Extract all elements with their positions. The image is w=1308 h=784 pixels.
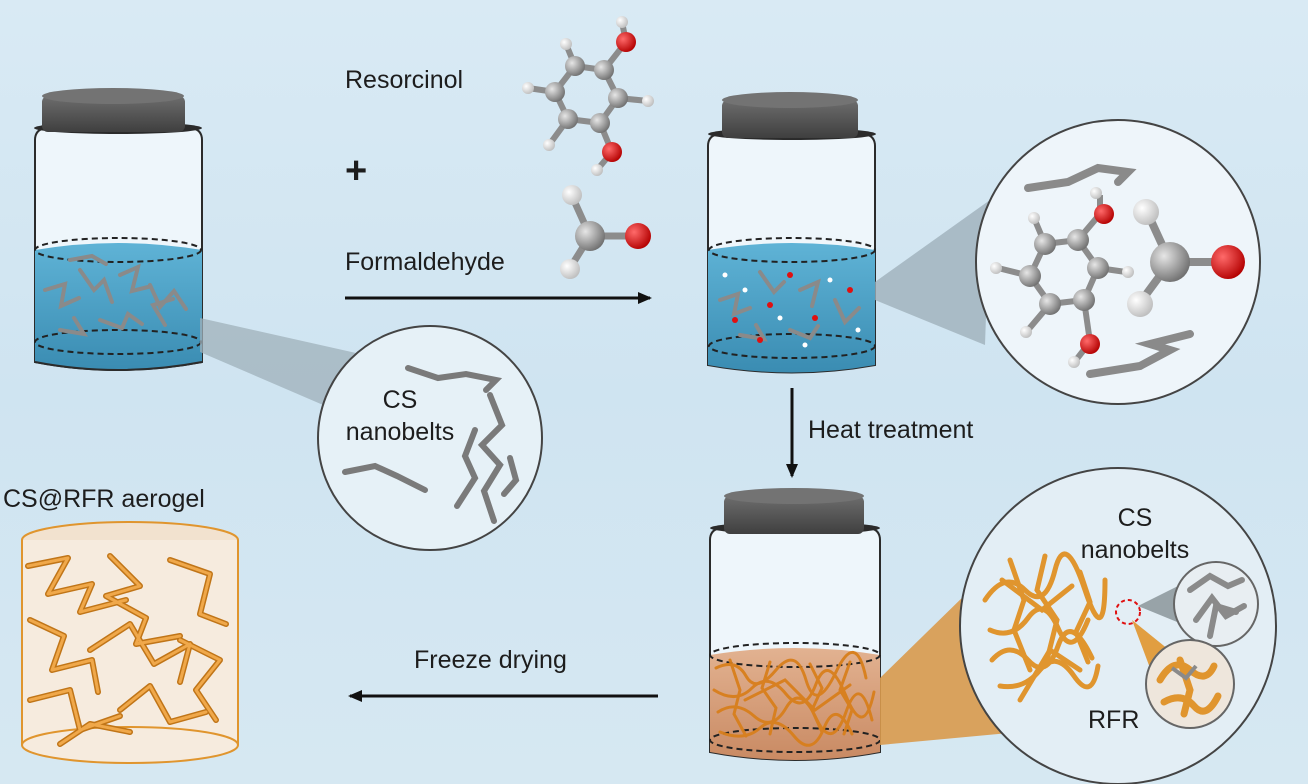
label-cs-nanobelts-rfr-line1: CS bbox=[1117, 504, 1153, 532]
zoom-cone-2 bbox=[875, 200, 990, 345]
zoom-circle-rfr bbox=[959, 467, 1277, 784]
sub-zoom-cs bbox=[1173, 561, 1259, 647]
label-cs-nanobelts-zoom: CS nanobelts bbox=[320, 384, 480, 448]
label-freeze-drying: Freeze drying bbox=[414, 646, 567, 674]
zoom-circle-cs-nanobelts bbox=[317, 325, 543, 551]
label-plus: + bbox=[345, 150, 368, 192]
formaldehyde-molecule bbox=[560, 185, 651, 279]
label-cs-nanobelts-rfr-line2: nanobelts bbox=[1080, 536, 1190, 564]
zoom-cone-1 bbox=[200, 318, 365, 420]
label-cs-nanobelts-rfr: CS nanobelts bbox=[1055, 502, 1215, 566]
jar-mixture bbox=[707, 92, 876, 374]
label-aerogel: CS@RFR aerogel bbox=[3, 485, 205, 513]
zoom-circle-reactants bbox=[975, 119, 1261, 405]
sub-zoom-rfr bbox=[1145, 639, 1235, 729]
rfr-network-in-jar bbox=[712, 650, 876, 747]
label-cs-nanobelts-zoom-line2: nanobelts bbox=[345, 418, 455, 446]
label-cs-nanobelts-zoom-line1: CS bbox=[382, 386, 418, 414]
label-formaldehyde: Formaldehyde bbox=[345, 248, 505, 276]
aerogel-cylinder bbox=[21, 521, 239, 764]
jar-cs-dispersion bbox=[34, 88, 203, 371]
jar-gel bbox=[709, 488, 881, 761]
nanobelts-in-jar-1 bbox=[43, 253, 188, 337]
label-rfr: RFR bbox=[1088, 706, 1140, 734]
label-heat-treatment: Heat treatment bbox=[808, 416, 974, 444]
label-resorcinol: Resorcinol bbox=[345, 66, 464, 94]
resorcinol-molecule bbox=[522, 16, 654, 176]
